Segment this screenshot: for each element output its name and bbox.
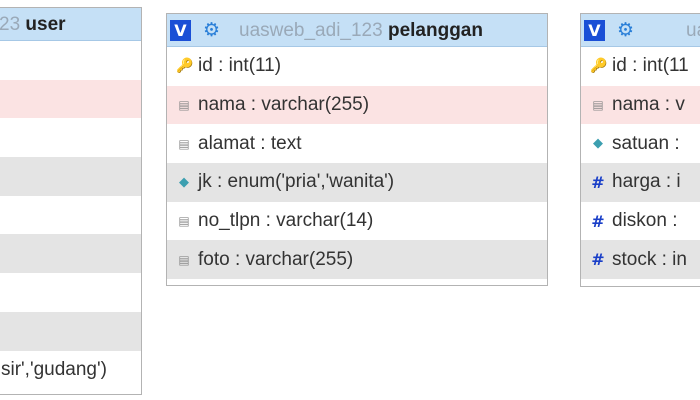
column-def: nama : varchar(255) bbox=[198, 94, 370, 116]
column-def: id : int(11) bbox=[198, 55, 282, 77]
db-name: 23 bbox=[0, 14, 21, 35]
column-row[interactable]: 🔑 id : int(11) bbox=[167, 47, 547, 86]
column-def: nama : v bbox=[612, 94, 685, 116]
column-list: 🔑 id : int(11) ▤ nama : varchar(255) ▤ a… bbox=[167, 47, 547, 280]
column-def: harga : i bbox=[612, 171, 681, 193]
key-icon: 🔑 bbox=[176, 58, 194, 75]
table-title: uasweb_adi_123 pelanggan bbox=[239, 14, 483, 46]
table-header[interactable]: V ⚙ ua bbox=[581, 14, 700, 47]
column-def: jk : enum('pria','wanita') bbox=[198, 171, 395, 193]
column-row[interactable]: ◆ satuan : bbox=[581, 124, 700, 164]
column-row[interactable] bbox=[0, 273, 141, 312]
db-name: ua bbox=[686, 20, 700, 41]
column-icon: ▤ bbox=[178, 214, 190, 229]
toggle-button[interactable]: V bbox=[584, 20, 605, 41]
column-def: diskon : bbox=[612, 210, 678, 232]
index-icon: ◆ bbox=[179, 174, 189, 190]
column-row[interactable]: ▤ nama : v bbox=[581, 85, 700, 125]
column-def: id : int(11 bbox=[612, 55, 689, 77]
key-icon: 🔑 bbox=[590, 58, 608, 75]
column-row[interactable]: # stock : in bbox=[581, 240, 700, 280]
column-row[interactable] bbox=[0, 79, 141, 119]
column-row[interactable]: ▤ foto : varchar(255) bbox=[167, 240, 547, 280]
column-row[interactable] bbox=[0, 195, 141, 235]
column-row[interactable]: ▤ nama : varchar(255) bbox=[167, 85, 547, 125]
column-row[interactable] bbox=[0, 41, 141, 80]
column-def: stock : in bbox=[612, 248, 687, 270]
column-def: sir','gudang') bbox=[1, 358, 107, 380]
gear-icon[interactable]: ⚙ bbox=[203, 19, 221, 41]
column-row[interactable]: ◆ jk : enum('pria','wanita') bbox=[167, 163, 547, 202]
table-name: pelanggan bbox=[387, 20, 483, 41]
toggle-button[interactable]: V bbox=[170, 20, 191, 41]
column-def: alamat : text bbox=[198, 132, 302, 154]
table-pelanggan[interactable]: V ⚙ uasweb_adi_123 pelanggan 🔑 id : int(… bbox=[166, 13, 548, 286]
column-row[interactable] bbox=[0, 118, 141, 158]
column-row[interactable] bbox=[0, 311, 141, 351]
table-header[interactable]: 23 user bbox=[0, 8, 141, 41]
column-def: foto : varchar(255) bbox=[198, 248, 354, 270]
column-icon: ▤ bbox=[592, 98, 604, 113]
table-name: user bbox=[25, 14, 66, 35]
column-def: no_tlpn : varchar(14) bbox=[198, 210, 374, 232]
column-row[interactable] bbox=[0, 234, 141, 274]
column-row[interactable] bbox=[0, 157, 141, 196]
table-header[interactable]: V ⚙ uasweb_adi_123 pelanggan bbox=[167, 14, 547, 47]
table-title: ua bbox=[686, 14, 700, 46]
column-list: sir','gudang') bbox=[0, 41, 141, 390]
column-row[interactable]: # diskon : bbox=[581, 201, 700, 241]
column-row[interactable]: 🔑 id : int(11 bbox=[581, 47, 700, 86]
numeric-icon: # bbox=[591, 211, 605, 231]
numeric-icon: # bbox=[591, 172, 605, 192]
column-row[interactable]: ▤ alamat : text bbox=[167, 124, 547, 164]
index-icon: ◆ bbox=[593, 136, 603, 152]
gear-icon[interactable]: ⚙ bbox=[617, 19, 635, 41]
column-list: 🔑 id : int(11 ▤ nama : v ◆ satuan : # ha… bbox=[581, 47, 700, 280]
column-row[interactable]: ▤ no_tlpn : varchar(14) bbox=[167, 201, 547, 241]
column-icon: ▤ bbox=[178, 98, 190, 113]
numeric-icon: # bbox=[591, 250, 605, 270]
table-barang[interactable]: V ⚙ ua 🔑 id : int(11 ▤ nama : v ◆ satuan… bbox=[580, 13, 700, 287]
column-row[interactable]: sir','gudang') bbox=[0, 350, 141, 390]
db-name: uasweb_adi_123 bbox=[239, 20, 383, 41]
column-icon: ▤ bbox=[178, 252, 190, 267]
table-user[interactable]: 23 user sir','gudang') bbox=[0, 7, 142, 395]
column-def: satuan : bbox=[612, 132, 680, 154]
table-title: 23 user bbox=[0, 8, 66, 40]
column-row[interactable]: # harga : i bbox=[581, 163, 700, 202]
column-icon: ▤ bbox=[178, 136, 190, 151]
